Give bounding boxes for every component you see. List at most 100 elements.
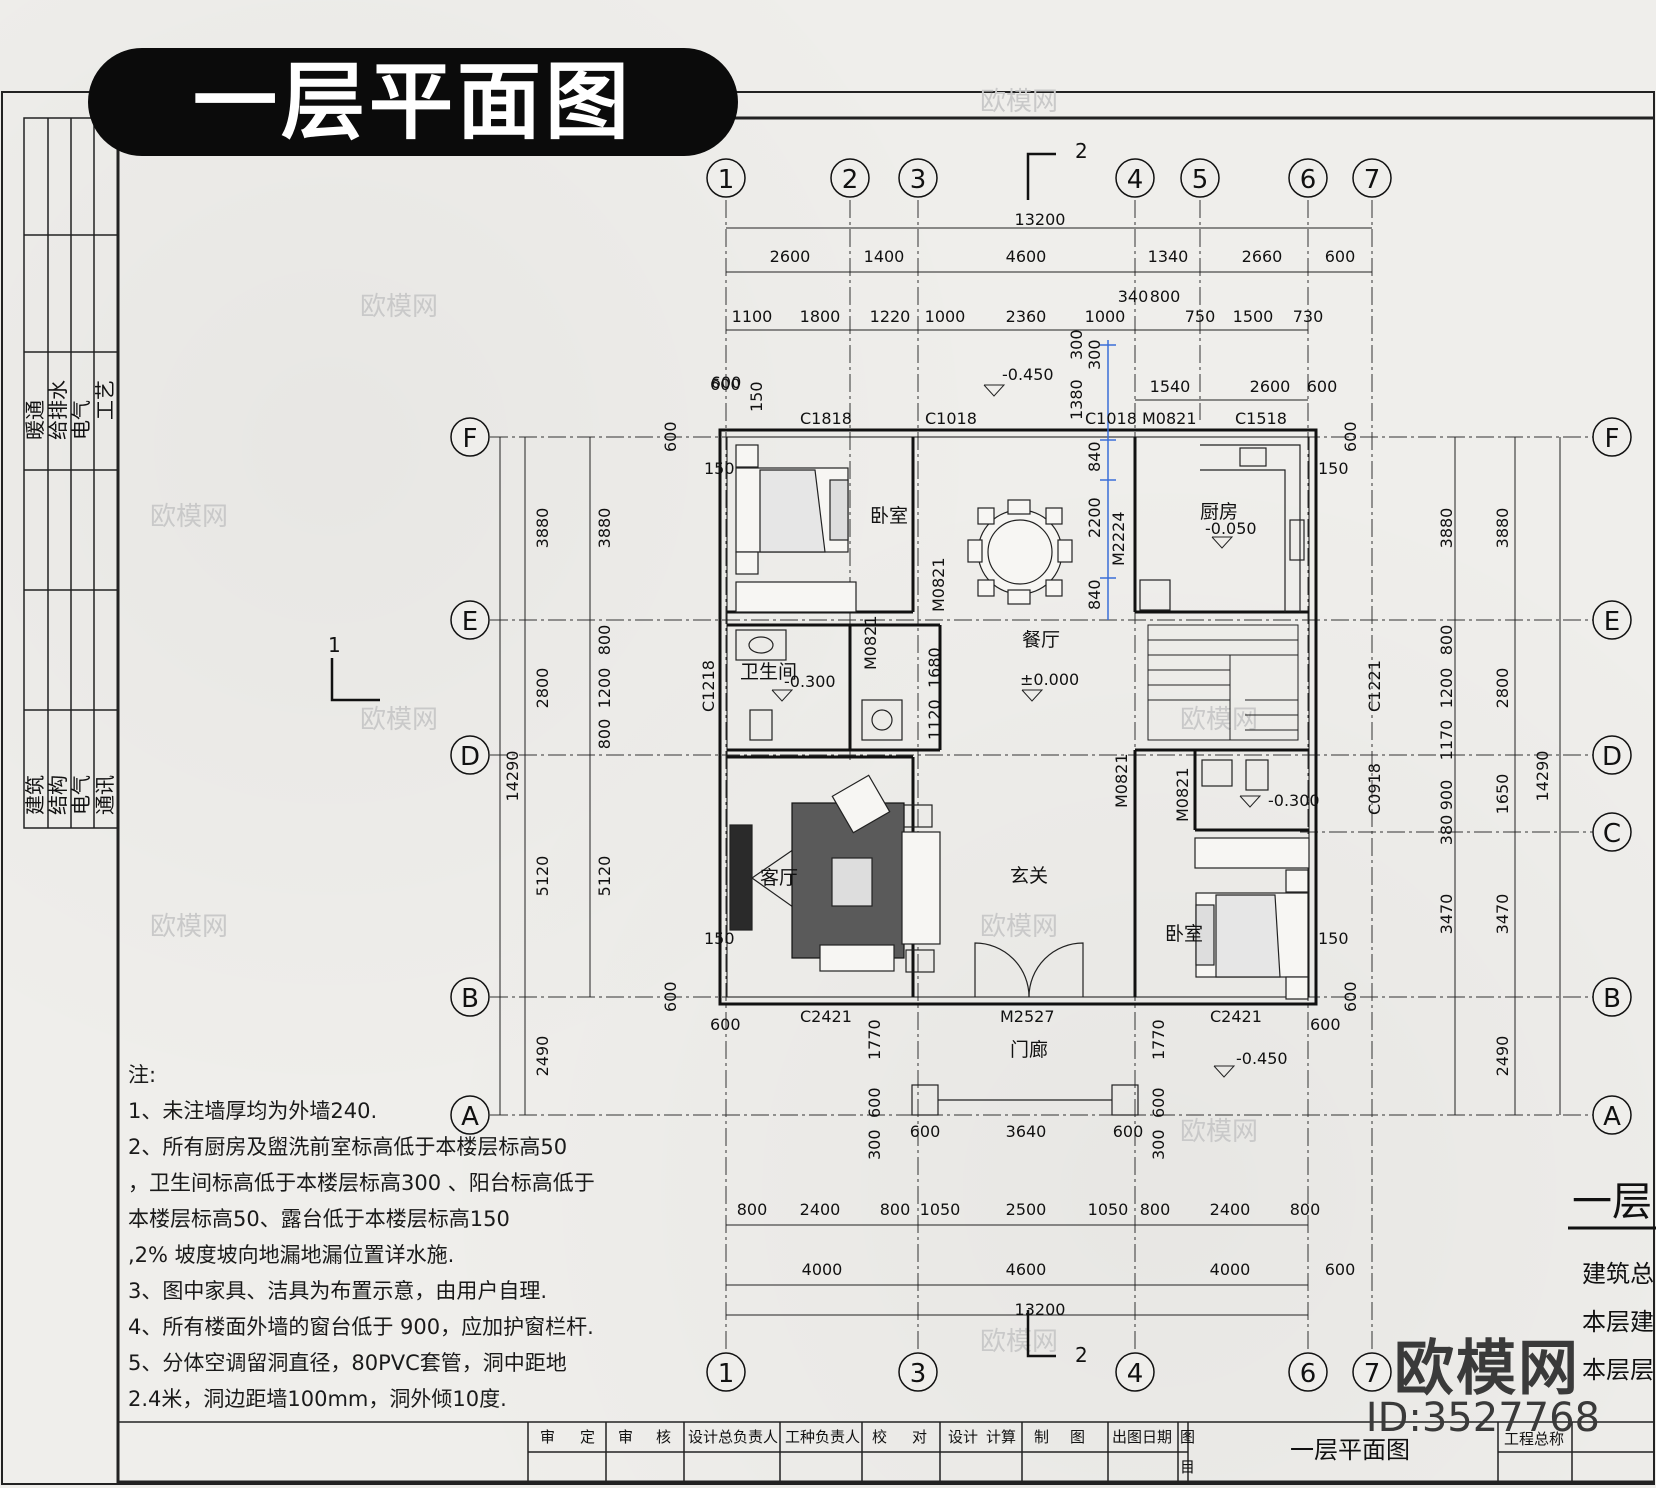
stairs [1147,624,1299,741]
svg-text:1: 1 [718,165,735,195]
note-line: 本楼层标高50、露台低于本楼层标高150 [128,1207,510,1231]
svg-text:图: 图 [1070,1428,1085,1446]
window-label: C2421 [800,1007,852,1026]
level-bath: -0.300 [784,672,836,691]
dim-left-inner: 5120 [595,856,614,897]
room-label-porch: 门廊 [1010,1039,1048,1061]
dim-top-2: 1500 [1233,307,1274,326]
title-block-project: 工程总称 [1504,1430,1564,1448]
section-2-top: 2 [1075,139,1088,163]
axis-bubble-4-top: 4 [1115,158,1155,198]
watermark: 欧模网 [360,705,438,735]
svg-text:C: C [1603,819,1621,849]
level-floor: ±0.000 [1020,670,1079,689]
level-kitchen: -0.050 [1205,519,1257,538]
svg-text:审: 审 [618,1428,633,1446]
dim-top-2: 1000 [925,307,966,326]
axis-bubble-A-right: A [1592,1095,1632,1135]
room-labels: 卧室 餐厅 厨房 卫生间 客厅 玄关 卧室 门廊 [740,501,1238,1061]
dim-right-inner: 1200 [1437,668,1456,709]
dim-misc: 600 [865,1087,884,1118]
dim-right-inner: 1170 [1437,720,1456,761]
dim-right-inner: 3880 [1437,508,1456,549]
side-strip-col3-top: 电气 [69,400,93,440]
axis-bubble-1-top: 1 [706,158,746,198]
dim-misc: 840 [1085,579,1104,610]
dim-misc: 300 [1085,339,1104,370]
door-label: M0821 [1173,767,1192,822]
window-label: C0918 [1365,763,1384,815]
room-label-bathroom: 卫生间 [740,661,797,683]
axis-bubble-A-left: A [450,1095,490,1135]
dim-top-3: 600 [711,373,742,392]
dim-top-2: 730 [1293,307,1324,326]
axis-bubble-6-top: 6 [1288,158,1328,198]
side-strip-col1-top: 暖通 [23,400,47,440]
section-marks [330,152,1056,1358]
dim-misc: 600 [1341,421,1360,452]
dim-left-inner: 3880 [595,508,614,549]
dim-misc: 600 [710,375,741,394]
dim-right: 1650 [1493,774,1512,815]
svg-text:B: B [1603,984,1621,1014]
dim-right-inner: 3470 [1437,894,1456,935]
axis-bubble-F-right: F [1592,417,1632,457]
watermark: 欧模网 [150,502,228,532]
axis-bubble-E-left: E [450,600,490,640]
side-strip-col1-bottom: 建筑 [23,775,47,815]
side-strip-col2-bottom: 结构 [46,775,70,815]
dim-misc: 600 [661,421,680,452]
dim-left-inner: 1200 [595,668,614,709]
axis-bubble-6-bottom: 6 [1288,1352,1328,1392]
dim-bottom-2: 4000 [1210,1260,1251,1279]
axis-bubble-B-left: B [450,977,490,1017]
side-strip-col2-top: 给排水 [46,380,70,440]
dim-bottom-2: 4000 [802,1260,843,1279]
dim-left-inner: 800 [595,719,614,750]
room-label-bedroom: 卧室 [870,505,908,527]
blue-dimension [1100,340,1116,620]
svg-text:E: E [1604,607,1620,637]
axis-bubble-C-right: C [1592,812,1632,852]
watermark: 欧模网 [980,1327,1058,1357]
axis-bubble-4-bottom: 4 [1115,1352,1155,1392]
window-labels: C1818 C1018 C1018 C1518 C1218 C1221 C091… [699,409,1384,1026]
dim-porch: 600 [910,1122,941,1141]
cutoff-title: 一层 [1572,1179,1652,1225]
svg-text:出图日期: 出图日期 [1112,1428,1172,1446]
dim-misc: 600 [1341,981,1360,1012]
door-label: M2224 [1109,511,1128,566]
axis-bubble-3-top: 3 [898,158,938,198]
dim-top-3: 2600 [1250,377,1291,396]
room-label-dining: 餐厅 [1022,629,1060,651]
svg-text:6: 6 [1300,1359,1317,1389]
svg-text:D: D [460,742,480,772]
cutoff-line: 本层建 [1582,1308,1654,1336]
svg-text:2: 2 [842,165,859,195]
porch [911,1084,1139,1116]
bed-icon [735,444,857,613]
svg-text:D: D [1602,742,1622,772]
dim-top-3: 1540 [1150,377,1191,396]
note-line: 4、所有楼面外墙的窗台低于 900，应加护窗栏杆. [128,1315,594,1339]
door-label: M0821 [861,615,880,670]
dim-misc: 150 [747,381,766,412]
dim-bottom: 800 [1140,1200,1171,1219]
dim-porch: 600 [1113,1122,1144,1141]
overall-width-bottom: 13200 [1015,1300,1066,1319]
note-line: 5、分体空调留洞直径，80PVC套管，洞中距地 [128,1351,567,1375]
dim-right-inner: 900 [1437,780,1456,811]
door-label: M0821 [1112,753,1131,808]
room-label-bedroom-2: 卧室 [1165,923,1203,945]
dim-misc: 600 [1149,1087,1168,1118]
axis-bubble-1-bottom: 1 [706,1352,746,1392]
dim-misc: 600 [661,981,680,1012]
axis-bubble-7-top: 7 [1352,158,1392,198]
side-strip-col3-bottom: 电气 [69,775,93,815]
dim-top-2: 800 [1150,287,1181,306]
dim-misc: 300 [1067,329,1086,360]
dining-table-icon [967,499,1073,605]
dim-right: 3880 [1493,508,1512,549]
overall-depth-right: 14290 [1533,751,1552,802]
